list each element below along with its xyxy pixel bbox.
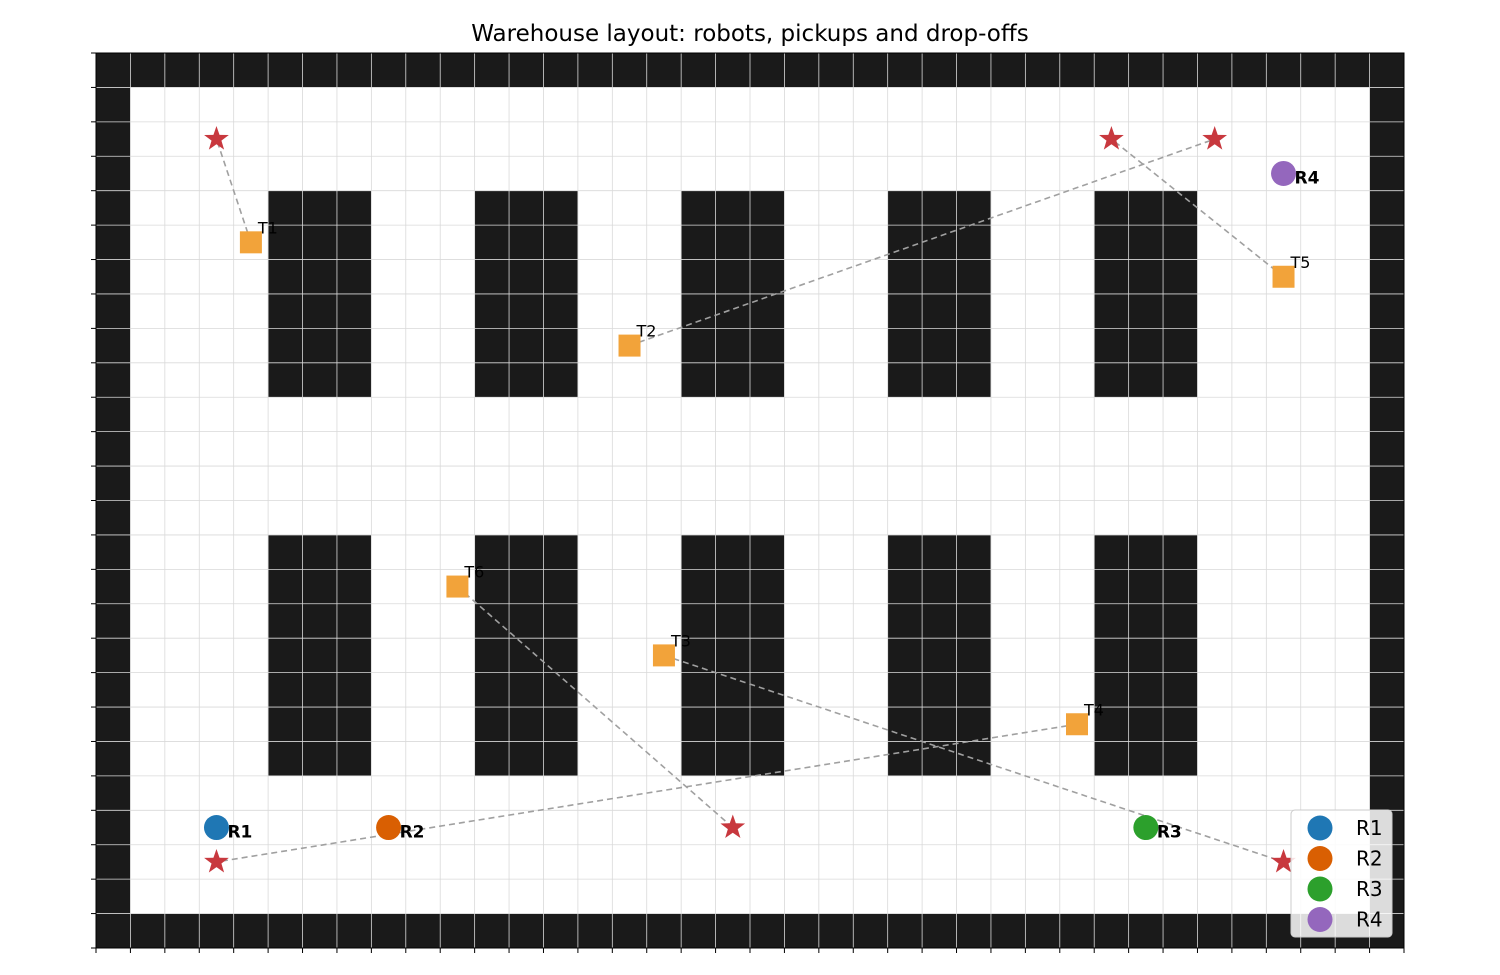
robot-label-r3: R3 (1157, 823, 1182, 843)
legend-marker-r3 (1307, 876, 1333, 902)
shelf-block-10 (1094, 534, 1198, 776)
dropoff-marker-t2 (1202, 126, 1228, 150)
legend-marker-r4 (1307, 907, 1333, 932)
legend-marker-r2 (1307, 846, 1333, 871)
task-link-t4 (216, 723, 1078, 863)
legend-marker-r1 (1307, 815, 1333, 841)
task-link-t5 (1110, 138, 1285, 278)
pickup-label-t4: T4 (1083, 700, 1104, 719)
pickup-label-t2: T2 (636, 322, 657, 341)
pickup-marker-t4 (1066, 713, 1088, 736)
task-link-t3 (663, 654, 1284, 863)
dropoff-marker-t6 (720, 814, 746, 839)
legend-box (1290, 809, 1393, 938)
pickup-marker-t5 (1272, 265, 1295, 288)
dropoff-marker-t4 (204, 848, 229, 873)
robot-marker-r4 (1271, 160, 1297, 186)
pickup-label-t1: T1 (257, 218, 278, 237)
pickup-marker-t6 (446, 575, 469, 598)
dropoff-marker-t3 (1271, 848, 1296, 873)
pickup-marker-t2 (618, 334, 641, 357)
dropoff-marker-t1 (204, 126, 229, 150)
robot-marker-r2 (376, 815, 402, 841)
task-link-t6 (456, 585, 734, 829)
shelf-block-8 (681, 534, 785, 776)
dropoff-marker-t5 (1099, 126, 1124, 150)
robot-label-r1: R1 (227, 823, 252, 843)
legend-label-r3: R3 (1356, 877, 1383, 901)
robot-label-r2: R2 (400, 823, 425, 843)
axis-ticks (91, 52, 1405, 953)
shelf-block-6 (268, 534, 372, 776)
chart-title: Warehouse layout: robots, pickups and dr… (471, 21, 1028, 47)
robot-label-r4: R4 (1295, 168, 1320, 188)
legend-label-r1: R1 (1356, 816, 1383, 840)
robot-marker-r3 (1133, 815, 1159, 841)
pickup-label-t5: T5 (1290, 253, 1311, 272)
pickup-label-t6: T6 (463, 563, 484, 582)
legend-label-r4: R4 (1356, 908, 1383, 932)
pickup-label-t3: T3 (670, 631, 691, 650)
shelf-block-7 (474, 534, 578, 776)
pickup-marker-t1 (239, 231, 262, 254)
pickup-marker-t3 (652, 644, 675, 667)
task-link-t2 (629, 138, 1215, 347)
robot-marker-r1 (203, 815, 229, 841)
task-link-t1 (215, 138, 252, 243)
legend-label-r2: R2 (1356, 847, 1383, 871)
